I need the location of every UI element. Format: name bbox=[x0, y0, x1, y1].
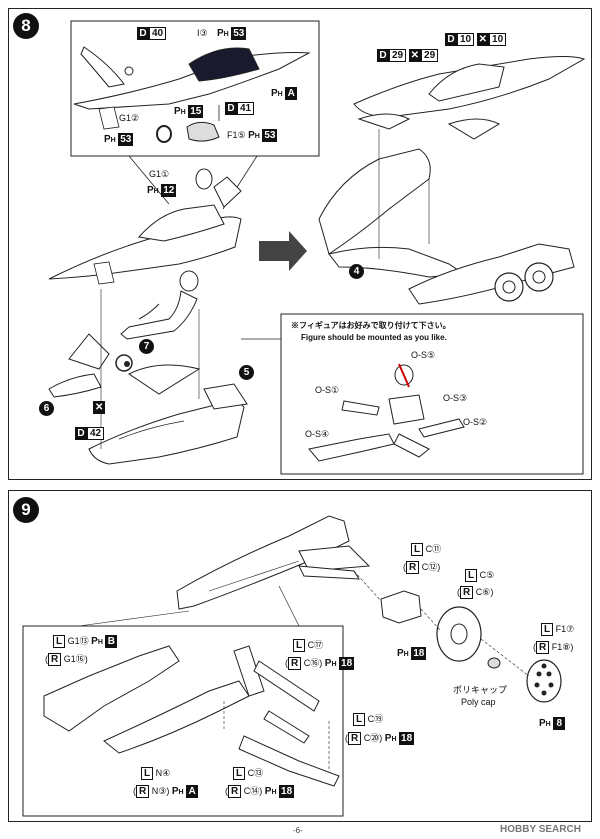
label-r-c6: (R C⑥) bbox=[457, 586, 494, 599]
label-ph15: PH 15 bbox=[174, 105, 204, 118]
label-g1-1: G1① bbox=[149, 169, 170, 179]
sub-step-6: 6 bbox=[39, 401, 54, 416]
hobby-search-logo: HOBBY SEARCH bbox=[500, 824, 581, 835]
figure-part-os2: O-S② bbox=[463, 417, 488, 427]
label-ph12: PH 12 bbox=[147, 184, 177, 197]
label-ph8: PH 8 bbox=[539, 717, 566, 730]
page-number: -6- bbox=[293, 826, 303, 835]
step-9-panel: 9 L C⑪ bbox=[8, 490, 592, 822]
label-ph53-top: PH 53 bbox=[217, 27, 247, 40]
label-l-c19: L C⑲ bbox=[353, 713, 383, 726]
sub-step-7: 7 bbox=[139, 339, 154, 354]
label-r-c20: (R C⑳) PH 18 bbox=[345, 732, 415, 745]
figure-note-en: Figure should be mounted as you like. bbox=[301, 333, 447, 342]
label-g1-2: G1② bbox=[119, 113, 140, 123]
step-9-number: 9 bbox=[13, 497, 39, 523]
label-l-c17: L C⑰ bbox=[293, 639, 323, 652]
label-r-c16: (R C⑯) PH 18 bbox=[285, 657, 355, 670]
step-8-panel: 8 bbox=[8, 8, 592, 480]
label-l-c13: L C⑬ bbox=[233, 767, 263, 780]
label-l-c11: L C⑪ bbox=[411, 543, 441, 556]
label-poly-cap-en: Poly cap bbox=[461, 697, 496, 707]
label-l-f1-7: L F1⑦ bbox=[541, 623, 574, 636]
label-l-g1-13: L G1⑬ PH B bbox=[53, 635, 118, 648]
figure-note-jp: ※フィギュアはお好みで取り付けて下さい。 bbox=[291, 321, 451, 330]
sub-step-4: 4 bbox=[349, 264, 364, 279]
label-poly-cap-jp: ポリキャップ bbox=[453, 685, 508, 695]
sub-step-5: 5 bbox=[239, 365, 254, 380]
step-8-number: 8 bbox=[13, 13, 39, 39]
label-r-f1-8: (R F1⑧) bbox=[533, 641, 574, 654]
label-r-n3: (R N③) PH A bbox=[133, 785, 199, 798]
label-r-g1-16: (R G1⑯) bbox=[45, 653, 88, 666]
step-8-drawing bbox=[48, 20, 586, 475]
label-l-n4: L N④ bbox=[141, 767, 170, 780]
label-i3: I③ bbox=[197, 28, 208, 38]
figure-part-os4: O-S④ bbox=[305, 429, 330, 439]
label-r-c14: (R C⑭) PH 18 bbox=[225, 785, 295, 798]
label-f1-5-ph53: F1⑤ PH 53 bbox=[227, 129, 278, 142]
label-ph18-top: PH 18 bbox=[397, 647, 427, 660]
figure-part-os1: O-S① bbox=[315, 385, 340, 395]
label-ph-a: PH A bbox=[271, 87, 298, 100]
label-x-mark: ✕ bbox=[93, 401, 106, 414]
figure-part-os3: O-S③ bbox=[443, 393, 468, 403]
label-r-c12: (R C⑫) bbox=[403, 561, 441, 574]
label-l-c5: L C⑤ bbox=[465, 569, 494, 582]
label-ph53-left: PH 53 bbox=[104, 133, 134, 146]
figure-part-os5: O-S⑤ bbox=[411, 350, 436, 360]
